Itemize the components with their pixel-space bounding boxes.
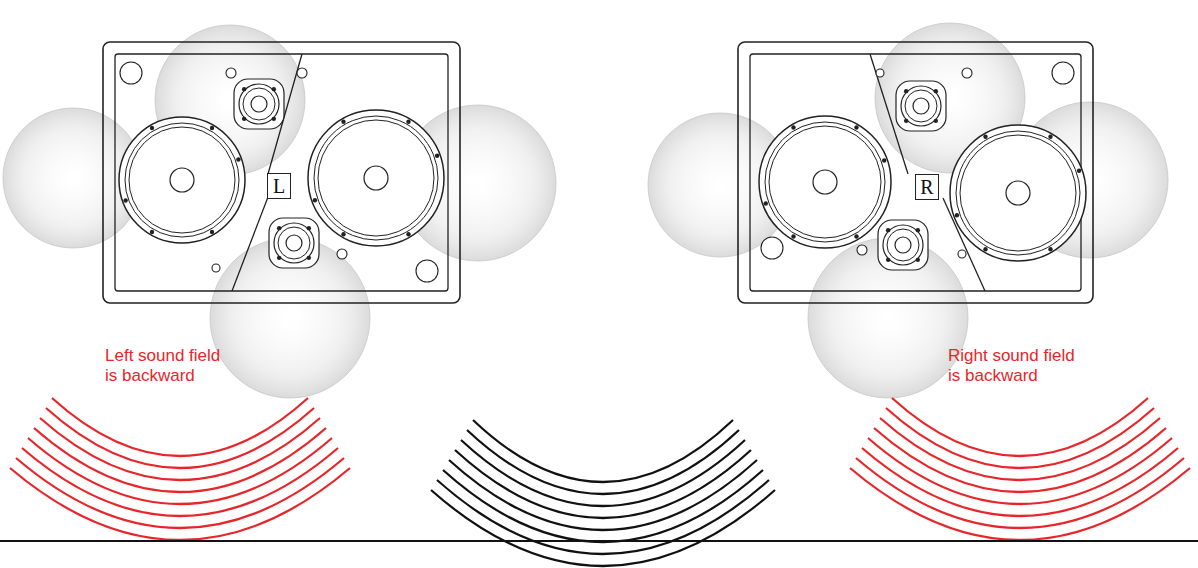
tweeter	[234, 79, 284, 129]
sound-wave-arc	[34, 428, 326, 492]
woofer	[950, 125, 1086, 261]
sound-wave-arc	[449, 460, 757, 530]
sound-wave-arc	[46, 408, 314, 468]
sound-wave-arc	[22, 448, 338, 516]
woofer	[119, 117, 245, 243]
channel-letter: R	[920, 177, 933, 197]
sound-wave-arc	[886, 408, 1154, 468]
sound-wave-arc	[461, 440, 745, 506]
sound-wave-arc	[443, 470, 763, 542]
sound-wave-arc	[473, 420, 733, 482]
speaker-cabinet	[103, 42, 460, 303]
sound-wave-arc	[10, 468, 350, 540]
sound-wave-arc	[52, 398, 308, 456]
sound-wave-arc	[880, 418, 1160, 480]
sound-field-note: Right sound field is backward	[948, 346, 1084, 385]
sound-wave-arc	[892, 398, 1148, 456]
sound-wave-arc	[862, 448, 1178, 516]
sound-wave-arc	[455, 450, 751, 518]
channel-letter: L	[273, 176, 285, 196]
sound-wave-arc	[437, 480, 769, 554]
woofer	[759, 116, 891, 248]
channel-badge: R	[915, 174, 939, 200]
sound-field-note: Left sound field is backward	[105, 346, 229, 385]
sound-wave-arc	[431, 490, 775, 566]
woofer	[308, 110, 444, 246]
sound-wave-arc	[856, 458, 1184, 528]
tweeter	[269, 218, 319, 268]
sound-wave-arc	[850, 468, 1190, 540]
tweeter	[896, 81, 946, 131]
sound-wave-arc	[40, 418, 320, 480]
sound-wave-arc	[28, 438, 332, 504]
speaker-cabinet	[738, 42, 1093, 303]
tweeter	[878, 220, 928, 270]
sound-wave-arc	[868, 438, 1172, 504]
sound-wave-arc	[874, 428, 1166, 492]
sound-wave-arc	[467, 430, 739, 494]
floor-line	[0, 540, 1198, 542]
dispersion-lobe	[808, 238, 968, 398]
sound-wave-arc	[16, 458, 344, 528]
channel-badge: L	[267, 173, 291, 199]
